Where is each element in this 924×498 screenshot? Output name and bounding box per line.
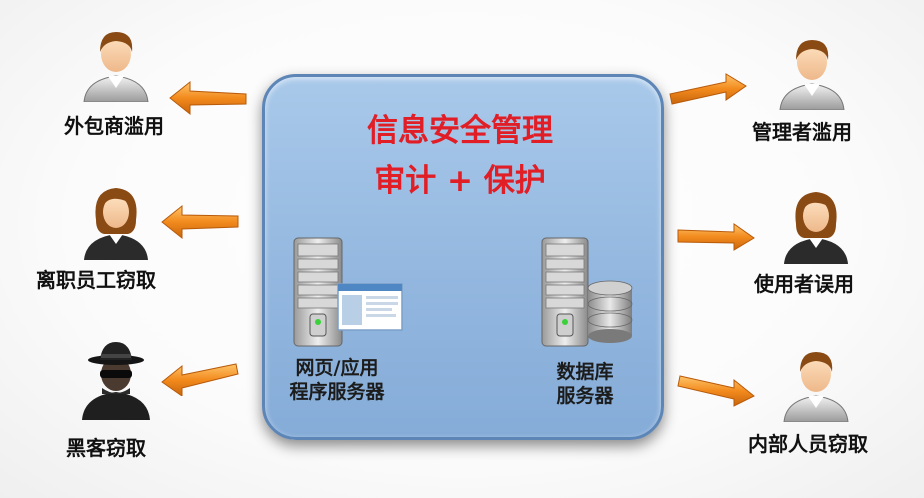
database-server-label-line1: 数据库 (556, 361, 614, 383)
man-icon (83, 32, 149, 102)
web-server-label-line1: 网页/应用 (295, 357, 379, 379)
threat-label-hacker-theft: 黑客窃取 (66, 436, 146, 460)
left-arrow-2 (161, 204, 239, 240)
threat-label-outsourcer-abuse: 外包商滥用 (64, 114, 164, 138)
main-title: 信息安全管理 (367, 113, 553, 149)
subtitle: 审计 + 保护 (374, 163, 546, 199)
man-icon (783, 352, 849, 422)
woman-icon (784, 192, 848, 264)
database-server-label: 数据库 服务器 (540, 360, 630, 408)
woman-icon (84, 188, 148, 260)
left-arrow-1 (169, 80, 247, 116)
web-server-label-line2: 程序服务器 (289, 381, 385, 403)
right-arrow-2 (677, 223, 755, 251)
web-server-icon (293, 237, 403, 347)
threat-label-insider-theft: 内部人员窃取 (748, 432, 868, 456)
threat-label-former-employee-theft: 离职员工窃取 (36, 268, 156, 292)
man-icon (779, 40, 845, 110)
database-server-icon (541, 237, 633, 347)
threat-label-user-misuse: 使用者误用 (754, 272, 854, 296)
database-server-label-line2: 服务器 (556, 385, 614, 407)
web-server-label: 网页/应用 程序服务器 (272, 356, 402, 404)
left-arrow-3 (161, 363, 239, 396)
right-arrow-1 (669, 73, 747, 105)
hacker-icon (82, 342, 150, 420)
right-arrow-3 (677, 375, 755, 407)
threat-label-manager-abuse: 管理者滥用 (752, 120, 852, 144)
